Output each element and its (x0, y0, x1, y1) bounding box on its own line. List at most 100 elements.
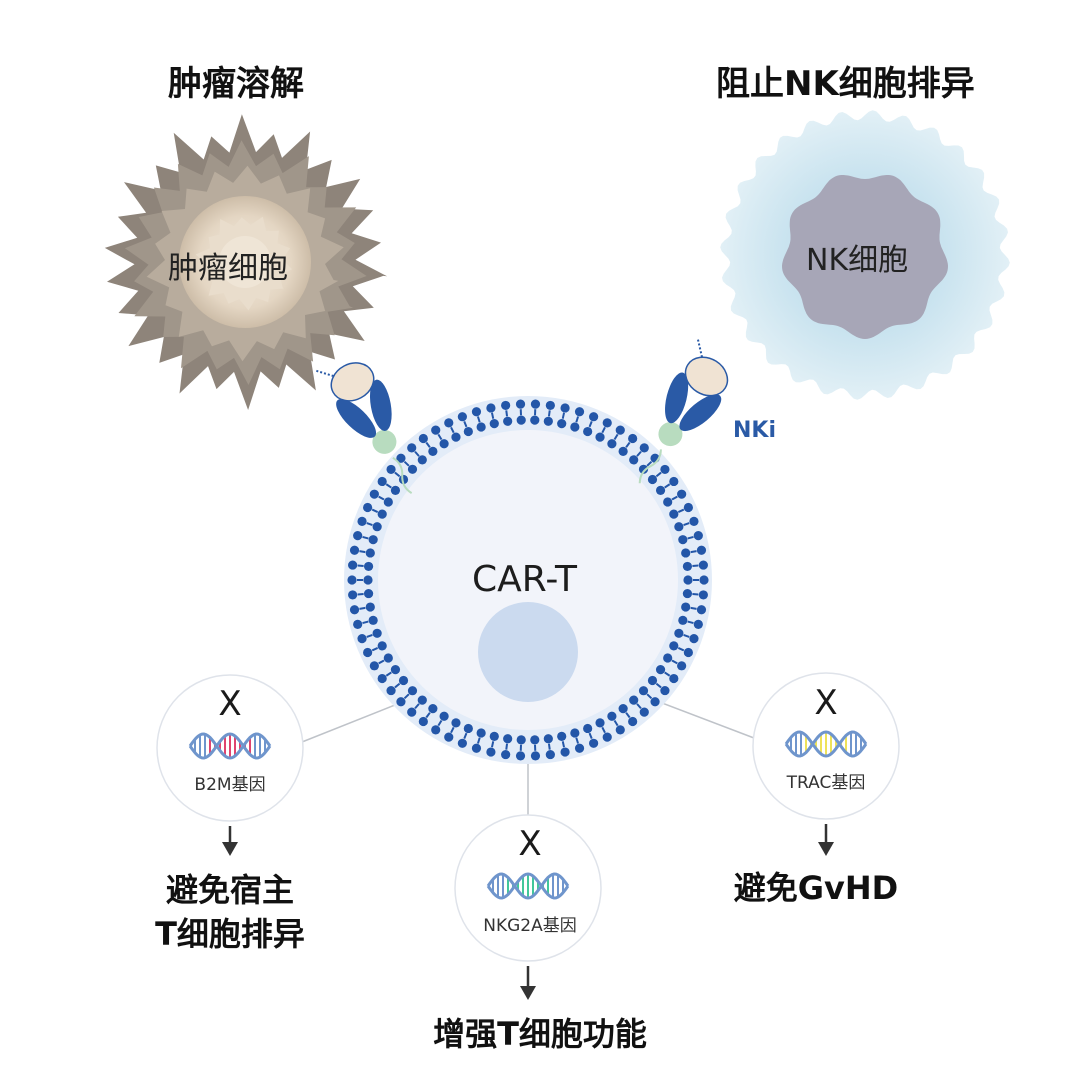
lipid-head (619, 704, 628, 713)
lipid-head (407, 708, 416, 717)
lipid-head (531, 400, 540, 409)
lipid-head (348, 590, 357, 599)
lipid-tail (563, 741, 564, 747)
b2m-knockout-mark: X (214, 684, 246, 724)
lipid-head (583, 724, 592, 733)
block-nk-rejection-heading: 阻止NK细胞排异 (716, 56, 975, 105)
tumor-cell-label: 肿瘤细胞 (168, 243, 288, 287)
lipid-head (444, 418, 453, 427)
lipid-head (384, 653, 393, 662)
lipid-head (697, 546, 706, 555)
lipid-head (689, 517, 698, 526)
lipid-head (407, 443, 416, 452)
lipid-head (544, 417, 553, 426)
lipid-head (694, 620, 703, 629)
lipid-head (350, 546, 359, 555)
lipid-head (391, 665, 400, 674)
lipid-head (530, 416, 539, 425)
antigen-tether (690, 338, 709, 357)
lipid-head (546, 750, 555, 759)
lipid-head (677, 490, 686, 499)
lipid-head (428, 704, 437, 713)
car-t-label: CAR-T (472, 559, 577, 600)
lipid-head (501, 750, 510, 759)
lipid-tail (359, 608, 365, 609)
lipid-head (560, 403, 569, 412)
trac-outcome-arrow (818, 824, 834, 856)
lipid-head (663, 653, 672, 662)
b2m-outcome-arrow (222, 826, 238, 856)
lipid-head (699, 590, 708, 599)
lipid-tail (563, 413, 564, 419)
lipid-head (595, 433, 604, 442)
lipid-head (458, 412, 467, 421)
lipid-head (373, 522, 382, 531)
lipid-head (472, 407, 481, 416)
lipid-head (583, 427, 592, 436)
lipid-head (689, 634, 698, 643)
lipid-head (557, 732, 566, 741)
nk-cell-label: NK细胞 (806, 235, 908, 279)
lipid-head (669, 509, 678, 518)
lipid-head (575, 407, 584, 416)
lipid-head (501, 401, 510, 410)
lipid-head (363, 648, 372, 657)
lipid-head (451, 433, 460, 442)
lipid-head (357, 517, 366, 526)
trac-knockout-mark: X (810, 683, 842, 723)
lipid-head (570, 728, 579, 737)
lipid-head (674, 522, 683, 531)
lipid-tail (692, 565, 698, 566)
lipid-head (444, 733, 453, 742)
lipid-head (677, 661, 686, 670)
lipid-head (490, 419, 499, 428)
lipid-tail (691, 608, 697, 609)
lipid-head (517, 416, 526, 425)
lipid-head (663, 497, 672, 506)
lipid-head (603, 418, 612, 427)
lipid-head (486, 747, 495, 756)
lipid-head (363, 503, 372, 512)
lipid-head (366, 548, 375, 557)
lipid-tail (506, 410, 507, 416)
lipid-head (464, 427, 473, 436)
lipid-head (396, 697, 405, 706)
lipid-head (418, 696, 427, 705)
lipid-head (440, 439, 449, 448)
lipid-head (517, 735, 526, 744)
lipid-tail (359, 551, 365, 552)
lipid-head (628, 434, 637, 443)
lipid-head (431, 725, 440, 734)
lipid-head (384, 497, 393, 506)
lipid-head (557, 419, 566, 428)
lipid-head (503, 734, 512, 743)
arrow-head (520, 986, 536, 1000)
lipid-head (531, 751, 540, 760)
nkg2a-knockout-mark: X (514, 824, 546, 864)
lipid-head (589, 412, 598, 421)
lipid-head (503, 417, 512, 426)
lipid-head (353, 531, 362, 540)
lipid-tail (549, 744, 550, 750)
lipid-head (370, 490, 379, 499)
lipid-head (350, 605, 359, 614)
lipid-head (369, 616, 378, 625)
lipid-head (694, 531, 703, 540)
lipid-head (660, 686, 669, 695)
trac-gene-label: TRAC基因 (766, 768, 886, 793)
lipid-head (603, 733, 612, 742)
nkg2a-outcome-arrow (520, 966, 536, 1000)
b2m-outcome: 避免宿主 T细胞排异 (130, 868, 330, 956)
nkg2a-outcome: 增强T细胞功能 (388, 1012, 692, 1056)
lipid-head (629, 696, 638, 705)
lipid-head (650, 697, 659, 706)
lipid-head (353, 620, 362, 629)
nucleus (478, 602, 578, 702)
antigen-tether (315, 364, 334, 383)
lipid-head (408, 686, 417, 695)
lipid-head (408, 465, 417, 474)
b2m-outcome-line2: T细胞排异 (130, 912, 330, 956)
lipid-head (347, 575, 356, 584)
lipid-head (378, 641, 387, 650)
lipid-head (595, 718, 604, 727)
